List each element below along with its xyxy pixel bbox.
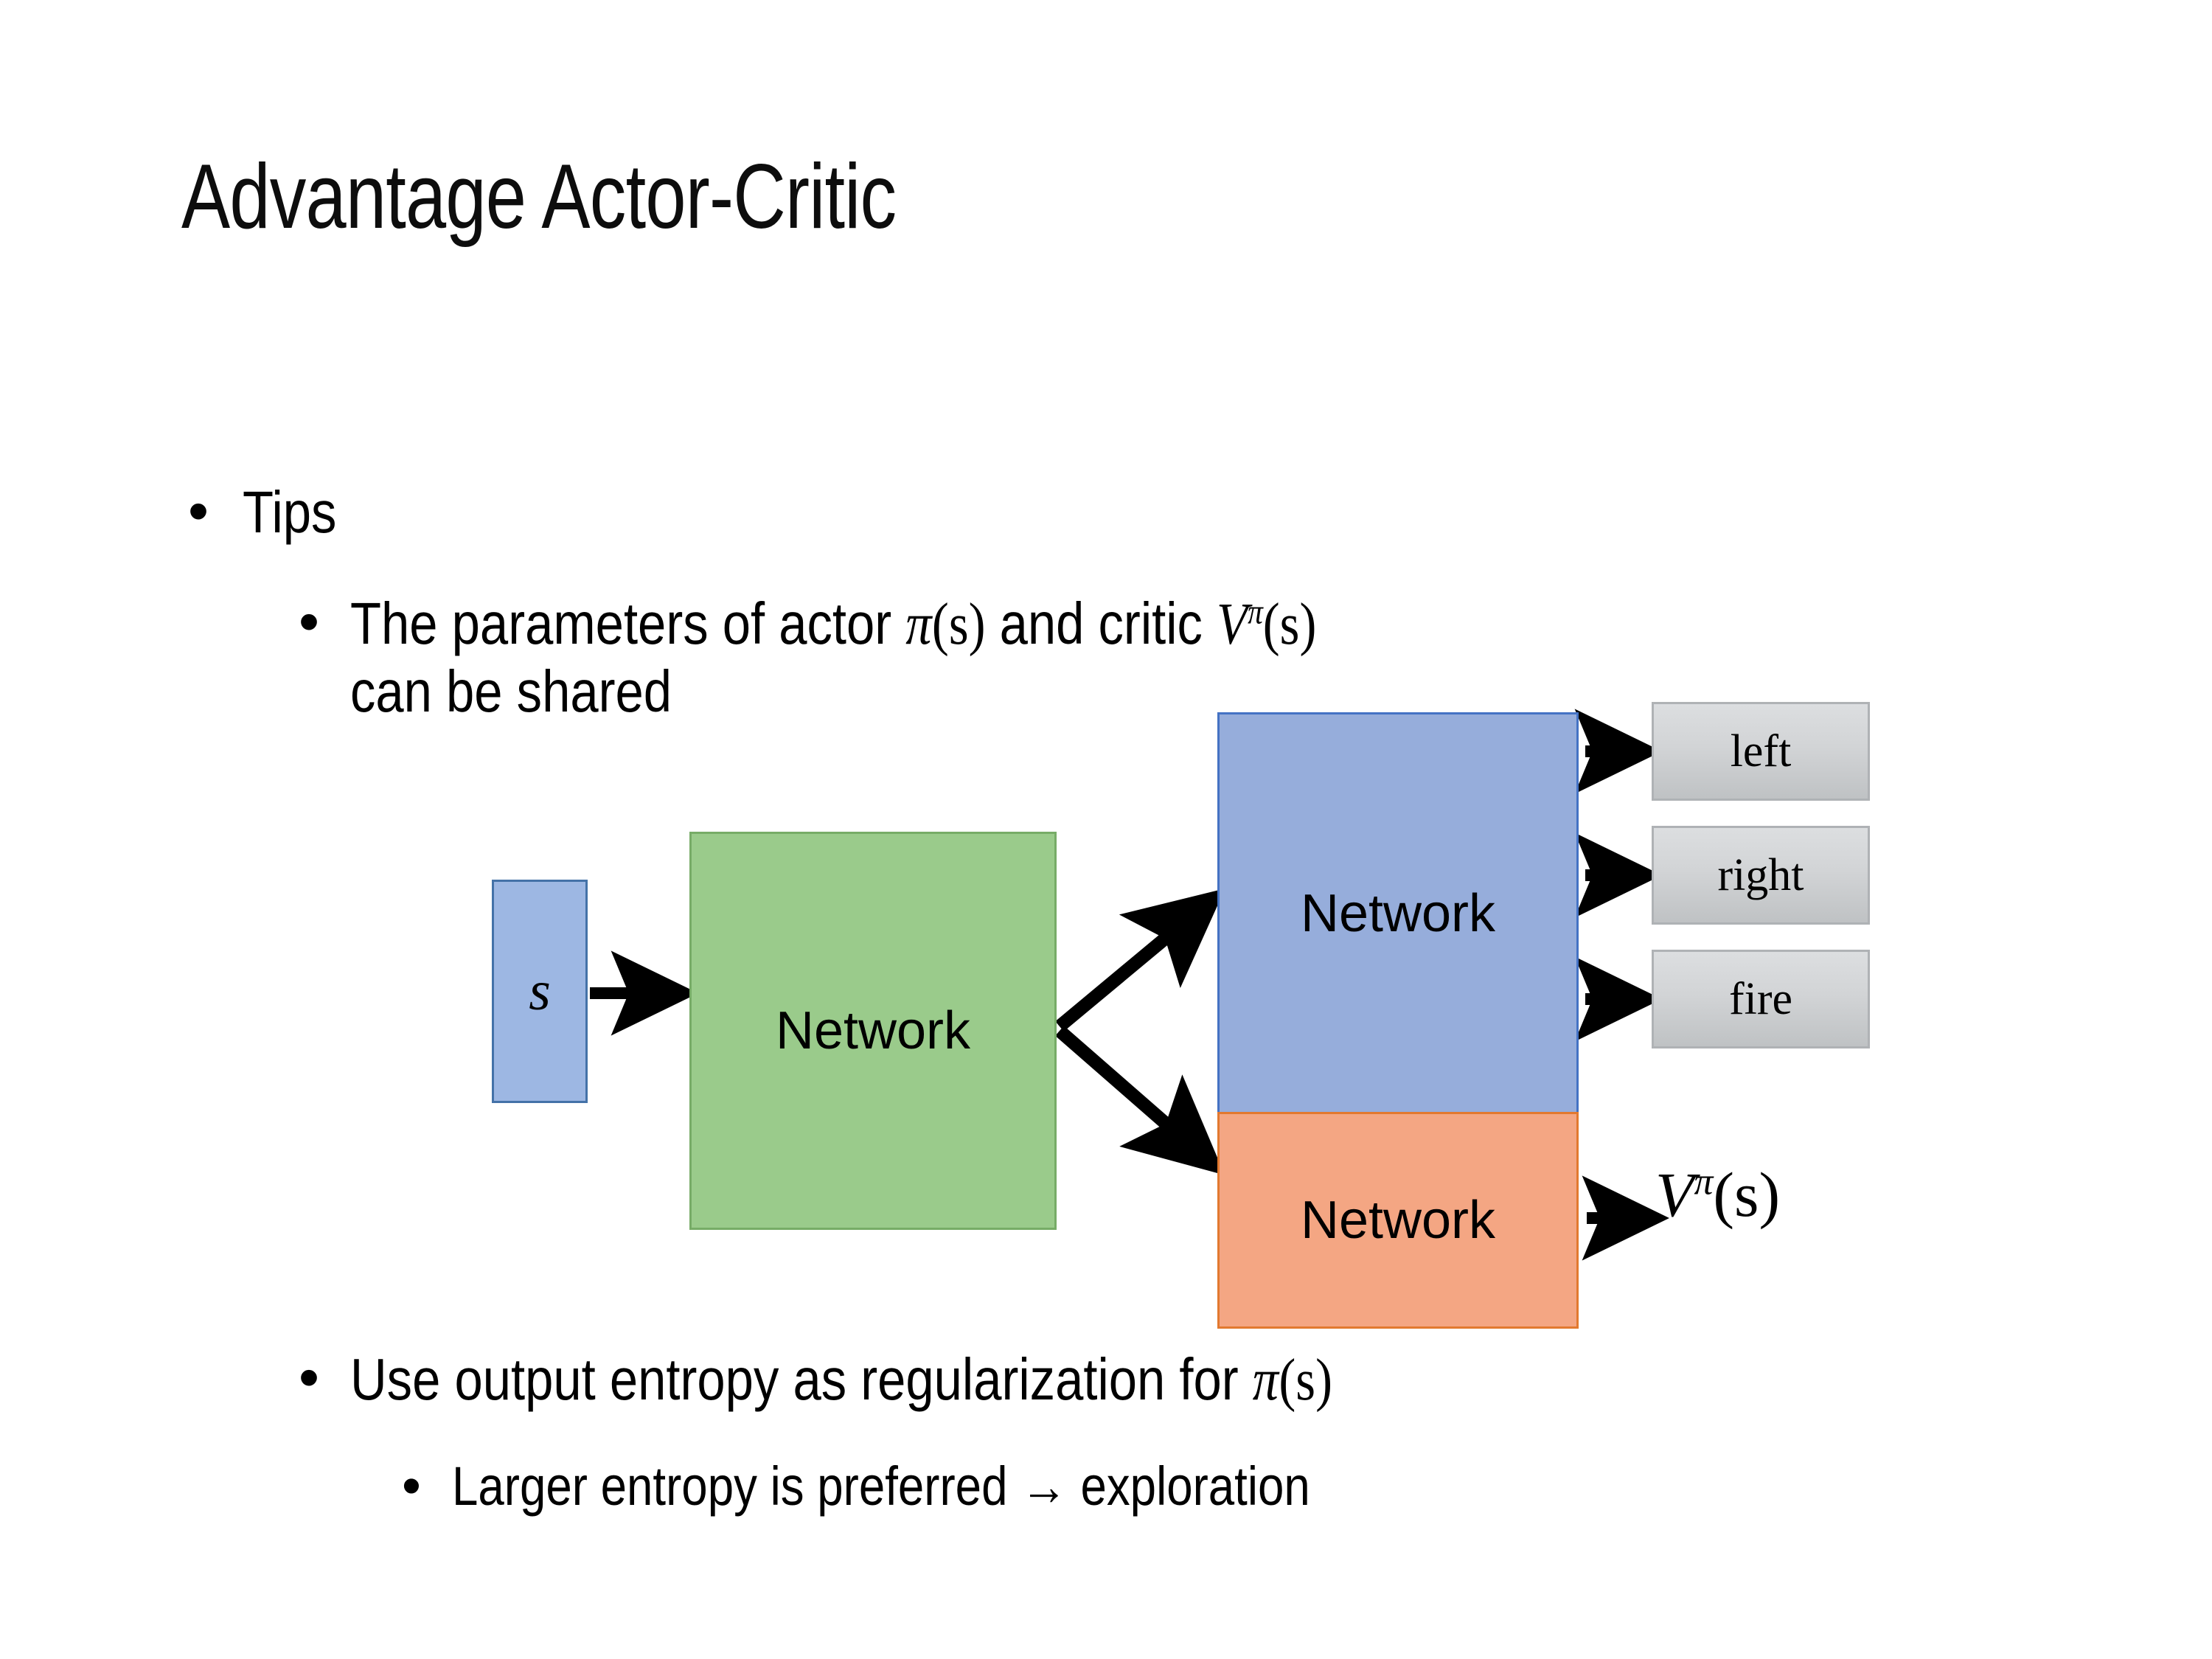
shared-params-prefix: The parameters of actor bbox=[350, 591, 906, 656]
shared-network-node: Network bbox=[689, 832, 1057, 1230]
bullet-shared-parameters: • The parameters of actor π(s) and criti… bbox=[299, 588, 2105, 724]
action-output-left: left bbox=[1652, 702, 1870, 801]
shared-params-middle: and critic bbox=[985, 591, 1217, 656]
actor-pi-symbol: π bbox=[905, 590, 932, 657]
critic-output-symbol: V bbox=[1655, 1159, 1694, 1230]
bullet-shared-parameters-label: The parameters of actor π(s) and critic … bbox=[350, 590, 1316, 724]
action-output-label: left bbox=[1730, 726, 1792, 776]
action-output-fire: fire bbox=[1652, 950, 1870, 1048]
state-input-label: s bbox=[529, 960, 551, 1022]
actor-network-node: Network bbox=[1217, 712, 1579, 1115]
bullet-tips-label: Tips bbox=[243, 479, 337, 545]
critic-output-args: (s) bbox=[1713, 1159, 1781, 1230]
bullet-exploration: • Larger entropy is preferred → explorat… bbox=[402, 1455, 2171, 1517]
arrow-shared-to-actor bbox=[1055, 888, 1225, 1032]
critic-network-label: Network bbox=[1300, 1191, 1496, 1250]
shared-network-label: Network bbox=[775, 1001, 971, 1060]
arrow-shared-to-critic bbox=[1055, 1026, 1225, 1175]
actor-pi-args: (s) bbox=[931, 592, 986, 657]
actor-network-label: Network bbox=[1300, 884, 1496, 943]
entropy-pi-symbol: π bbox=[1252, 1346, 1279, 1413]
critic-v-superscript: π bbox=[1248, 592, 1263, 632]
bullet-exploration-label: Larger entropy is preferred → exploratio… bbox=[452, 1455, 1310, 1517]
critic-output-superscript: π bbox=[1694, 1161, 1714, 1203]
bullet-tips: • Tips bbox=[188, 479, 1368, 546]
shared-params-line2: can be shared bbox=[350, 658, 672, 724]
entropy-pi-args: (s) bbox=[1279, 1348, 1332, 1413]
bullet-marker: • bbox=[402, 1455, 421, 1516]
bullet-marker: • bbox=[188, 478, 209, 543]
action-output-label: fire bbox=[1728, 973, 1793, 1024]
bullet-marker: • bbox=[299, 588, 320, 654]
state-input-node: s bbox=[492, 880, 588, 1103]
page-title: Advantage Actor-Critic bbox=[181, 146, 897, 248]
action-output-right: right bbox=[1652, 826, 1870, 925]
bullet-marker: • bbox=[299, 1344, 320, 1410]
bullet-entropy-label: Use output entropy as regularization for… bbox=[350, 1346, 1332, 1414]
critic-network-node: Network bbox=[1217, 1112, 1579, 1329]
entropy-text-prefix: Use output entropy as regularization for bbox=[350, 1346, 1253, 1412]
bullet-entropy-regularization: • Use output entropy as regularization f… bbox=[299, 1344, 2068, 1414]
critic-v-args: (s) bbox=[1262, 592, 1317, 657]
critic-value-output: Vπ(s) bbox=[1655, 1158, 1780, 1231]
action-output-label: right bbox=[1717, 849, 1804, 900]
critic-v-symbol: V bbox=[1217, 592, 1248, 657]
